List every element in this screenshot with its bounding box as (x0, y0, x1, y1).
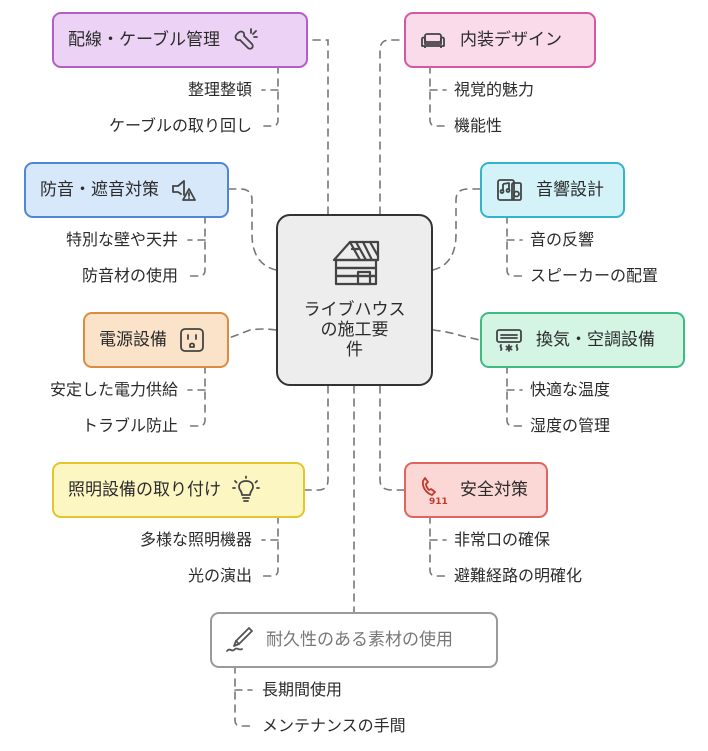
sofa-icon (418, 25, 448, 55)
topic-label: 配線・ケーブル管理 (68, 30, 220, 50)
sound-warning-icon (169, 175, 199, 205)
leaf-soundproof-1: 特別な壁や天井 (65, 230, 178, 249)
leaf-power-2: トラブル防止 (81, 416, 178, 435)
topic-safety[interactable]: 911 安全対策 (404, 462, 548, 518)
leaf-durable-2: メンテナンスの手間 (262, 716, 406, 735)
topic-power[interactable]: 電源設備 (83, 312, 229, 368)
topic-durable[interactable]: 耐久性のある素材の使用 (210, 612, 498, 668)
leaf-safety-1: 非常口の確保 (454, 530, 551, 549)
svg-text:911: 911 (429, 497, 448, 505)
light-bulb-icon (231, 475, 261, 505)
leaf-interior-2: 機能性 (454, 116, 503, 135)
speaker-icon (494, 175, 524, 205)
topic-acoustic[interactable]: 音響設計 (480, 162, 625, 218)
leaf-acoustic-1: 音の反響 (530, 230, 595, 249)
leaf-hvac-1: 快適な温度 (530, 380, 611, 399)
topic-interior[interactable]: 内装デザイン (404, 12, 596, 68)
air-conditioner-icon (494, 325, 524, 355)
topic-label: 防音・遮音対策 (40, 180, 159, 200)
topic-label: 耐久性のある素材の使用 (266, 630, 453, 650)
leaf-hvac-2: 湿度の管理 (530, 416, 611, 435)
leaf-lighting-1: 多様な照明機器 (139, 530, 252, 549)
topic-label: 電源設備 (99, 330, 167, 350)
wrench-spark-icon (230, 25, 260, 55)
topic-label: 安全対策 (460, 480, 528, 500)
center-label: ライブハウス の施工要 件 (303, 300, 406, 360)
leaf-lighting-2: 光の演出 (187, 566, 252, 585)
topic-soundproof[interactable]: 防音・遮音対策 (24, 162, 229, 218)
topic-wiring[interactable]: 配線・ケーブル管理 (52, 12, 308, 68)
pen-icon (224, 625, 254, 655)
topic-label: 音響設計 (536, 180, 604, 200)
emergency-phone-icon: 911 (418, 475, 448, 505)
leaf-durable-1: 長期間使用 (262, 680, 343, 699)
topic-label: 照明設備の取り付け (68, 480, 221, 500)
leaf-acoustic-2: スピーカーの配置 (530, 266, 659, 285)
leaf-wiring-2: ケーブルの取り回し (108, 116, 252, 135)
topic-hvac[interactable]: 換気・空調設備 (480, 312, 685, 368)
leaf-safety-2: 避難経路の明確化 (454, 566, 583, 585)
outlet-icon (177, 325, 207, 355)
center-node[interactable]: ライブハウス の施工要 件 (276, 214, 433, 386)
leaf-wiring-1: 整理整頓 (187, 80, 252, 99)
topic-label: 内装デザイン (460, 30, 562, 50)
leaf-interior-1: 視覚的魅力 (454, 80, 535, 99)
topic-lighting[interactable]: 照明設備の取り付け (52, 462, 305, 518)
leaf-soundproof-2: 防音材の使用 (81, 266, 178, 285)
topic-label: 換気・空調設備 (536, 330, 655, 350)
leaf-power-1: 安定した電力供給 (49, 380, 178, 399)
house-icon (330, 236, 382, 288)
